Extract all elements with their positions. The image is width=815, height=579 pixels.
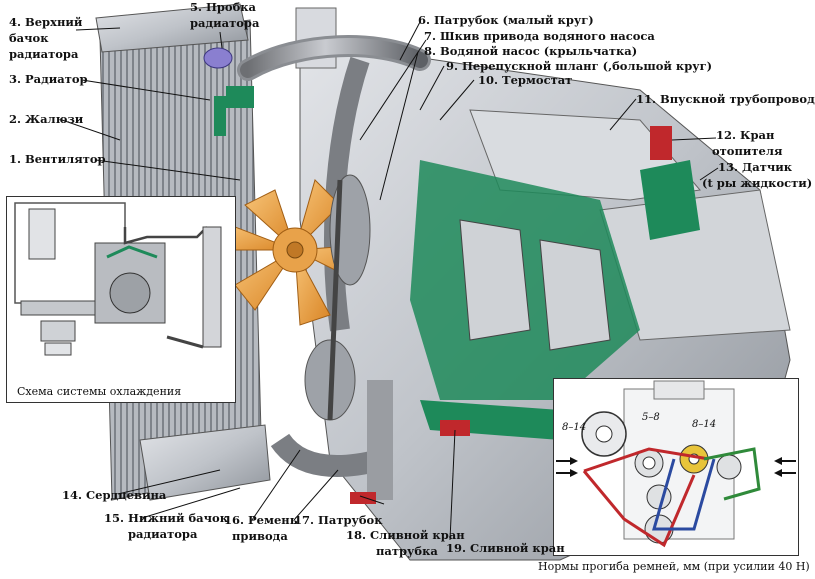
- label-pipe-drain-2: патрубка: [376, 544, 438, 558]
- label-radiator: 3. Радиатор: [9, 72, 88, 86]
- label-sensor-1: 13. Датчик: [718, 160, 793, 174]
- label-lower-tank-2: радиатора: [128, 527, 198, 541]
- heater-tap: [650, 126, 672, 160]
- cooling-scheme-drawing: [7, 202, 235, 377]
- belt-caption: Нормы прогиба ремней, мм (при усилии 40 …: [538, 560, 810, 573]
- scheme-caption: Схема системы охлаждения: [17, 385, 182, 398]
- drain-tap: [440, 420, 470, 436]
- label-core: 14. Сердцевина: [62, 488, 167, 502]
- label-intake-manifold: 11. Впускной трубопровод: [636, 92, 815, 106]
- belt-dim-left: 8–14: [562, 422, 587, 433]
- belt-deflection-inset: 8–14 5–8 8–14: [553, 378, 799, 556]
- leader-lines: [61, 21, 719, 541]
- label-upper-tank-2: бачок: [9, 31, 49, 45]
- pulleys: [304, 174, 371, 421]
- label-pipe-drain-1: 18. Сливной кран: [346, 528, 465, 542]
- label-upper-tank-1: 4. Верхний: [9, 15, 83, 29]
- label-thermostat: 10. Термостат: [478, 73, 573, 87]
- cooling-scheme-inset: Схема системы охлаждения: [6, 196, 236, 403]
- label-fan: 1. Вентилятор: [9, 152, 106, 166]
- pipe-drain-tap: [350, 492, 376, 504]
- label-heater-tap-1: 12. Кран: [716, 128, 775, 142]
- belt-dim-top: 5–8: [642, 412, 660, 423]
- label-small-circuit-pipe: 6. Патрубок (малый круг): [418, 13, 594, 27]
- radiator-cap: [203, 47, 233, 69]
- label-drive-belt-2: привода: [232, 529, 288, 543]
- label-heater-tap-2: отопителя: [712, 144, 783, 158]
- label-lower-tank-1: 15. Нижний бачок: [104, 511, 229, 525]
- label-shutters: 2. Жалюзи: [9, 112, 84, 126]
- label-sensor-2: (t ры жидкости): [702, 176, 813, 190]
- label-pipe: 17. Патрубок: [294, 513, 383, 527]
- belt-drive-drawing: [556, 380, 796, 548]
- label-drain-tap: 19. Сливной кран: [446, 541, 565, 555]
- label-bypass-hose: 9. Перепускной шланг (,большой круг): [446, 59, 713, 73]
- label-water-pump: 8. Водяной насос (крыльчатка): [424, 44, 638, 58]
- label-pump-pulley: 7. Шкив привода водяного насоса: [424, 29, 655, 43]
- label-upper-tank-3: радиатора: [9, 47, 79, 61]
- label-cap-2: радиатора: [190, 16, 260, 30]
- label-cap-1: 5. Пробка: [190, 0, 257, 14]
- belt-dim-right: 8–14: [692, 419, 717, 430]
- label-drive-belt-1: 16. Ремень: [224, 513, 298, 527]
